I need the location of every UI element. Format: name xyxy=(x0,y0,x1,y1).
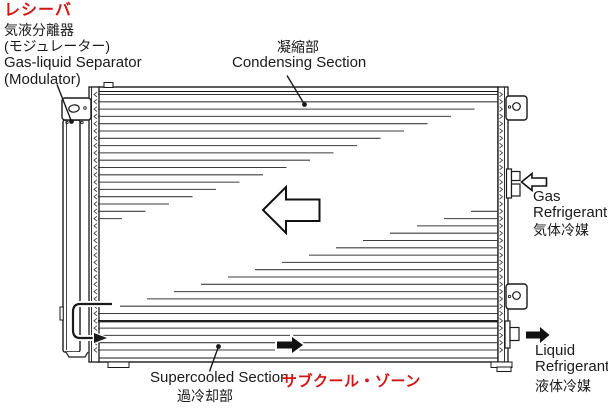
mounting-feet xyxy=(107,361,513,372)
mounting-bracket-mid-right xyxy=(505,283,528,310)
receiver-label: レシーバ 気液分離器 (モジュレーター) Gas-liquid Separato… xyxy=(4,0,142,88)
liquid-outlet-fitting xyxy=(504,320,520,349)
condensing-section-label: 凝縮部 Condensing Section xyxy=(232,39,367,71)
liquid-label-en1: Liquid xyxy=(535,342,576,359)
receiver-pipe xyxy=(70,301,112,345)
supercooled-section-label-en: Supercooled Section xyxy=(150,369,289,386)
gas-label-en1: Gas xyxy=(533,188,561,205)
gas-inlet-arrow-icon xyxy=(520,171,548,193)
mounting-bracket-top-right xyxy=(505,95,528,121)
condensing-label-jp: 凝縮部 xyxy=(277,39,319,55)
gas-refrigerant-label: Gas Refrigerant 気体冷媒 xyxy=(533,189,607,238)
liquid-label-en2: Refrigerant xyxy=(535,357,608,375)
receiver-en-line1: Gas-liquid Separator xyxy=(4,53,142,71)
gas-label-en2: Refrigerant xyxy=(533,203,608,221)
receiver-jp-line1: 気液分離器 xyxy=(4,21,74,38)
receiver-en-line2: (Modulator) xyxy=(4,70,81,88)
supercooled-section-label-jp: 過冷却部 xyxy=(177,388,233,404)
subcool-flow-arrow-icon xyxy=(275,333,307,357)
condenser-core xyxy=(97,82,499,363)
receiver-pipe-arrowhead-icon xyxy=(92,331,111,345)
receiver-jp-line2: (モジュレーター) xyxy=(4,37,111,54)
leader-lines xyxy=(56,75,307,372)
gas-label-jp: 気体冷媒 xyxy=(533,221,589,238)
liquid-outlet-arrow-icon xyxy=(526,327,550,343)
left-header-tank xyxy=(88,86,100,363)
liquid-refrigerant-label: Liquid Refrigerant 液体冷媒 xyxy=(535,343,608,394)
subcool-zone-label: サブクール・ゾーン xyxy=(282,372,421,390)
refrigerant-flow-main-arrow-icon xyxy=(261,184,321,236)
gas-inlet-fitting xyxy=(505,168,521,199)
receiver-tank xyxy=(59,119,89,358)
liquid-label-jp: 液体冷媒 xyxy=(535,377,591,394)
receiver-title-jp: レシーバ xyxy=(4,0,72,19)
condensing-label-en: Condensing Section xyxy=(232,53,367,71)
